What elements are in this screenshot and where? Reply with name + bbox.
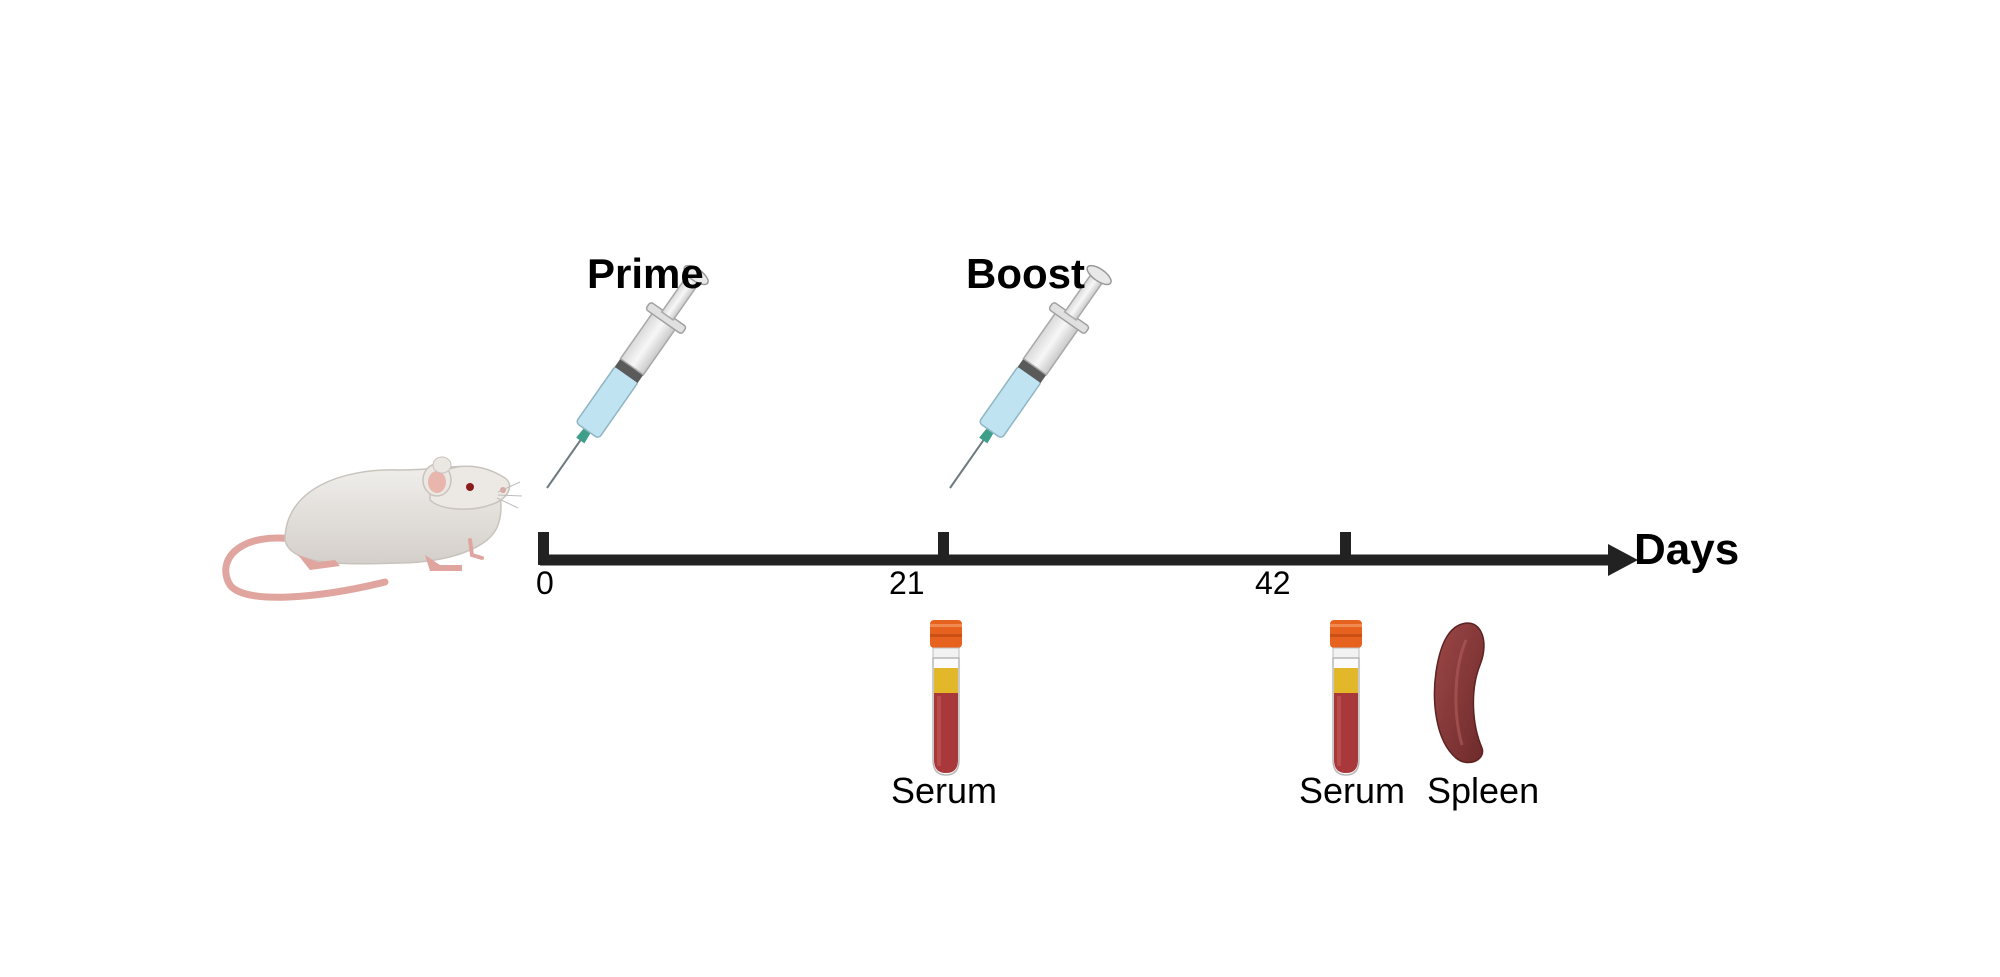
spleen-label: Spleen (1427, 770, 1540, 811)
timeline-axis (538, 532, 1638, 576)
boost-label: Boost (966, 250, 1085, 297)
tick-label-day-21: 21 (889, 565, 925, 601)
tick-mark-day-0 (538, 532, 549, 565)
prime-label: Prime (587, 250, 704, 297)
tick-label-day-42: 42 (1255, 565, 1291, 601)
tick-label-day-0: 0 (536, 565, 554, 601)
spleen-icon (1433, 622, 1485, 764)
axis-arrowhead (1608, 544, 1638, 576)
tick-mark-day-21 (938, 532, 949, 565)
serum-label-day-42: Serum (1299, 770, 1406, 811)
serum-label-day-21: Serum (891, 770, 998, 811)
mouse-icon (222, 456, 523, 601)
serum-tube-icon-day-21 (929, 619, 963, 776)
serum-tube-icon-day-42 (1329, 619, 1363, 776)
tick-mark-day-42 (1340, 532, 1351, 565)
days-axis-label: Days (1634, 525, 1740, 574)
